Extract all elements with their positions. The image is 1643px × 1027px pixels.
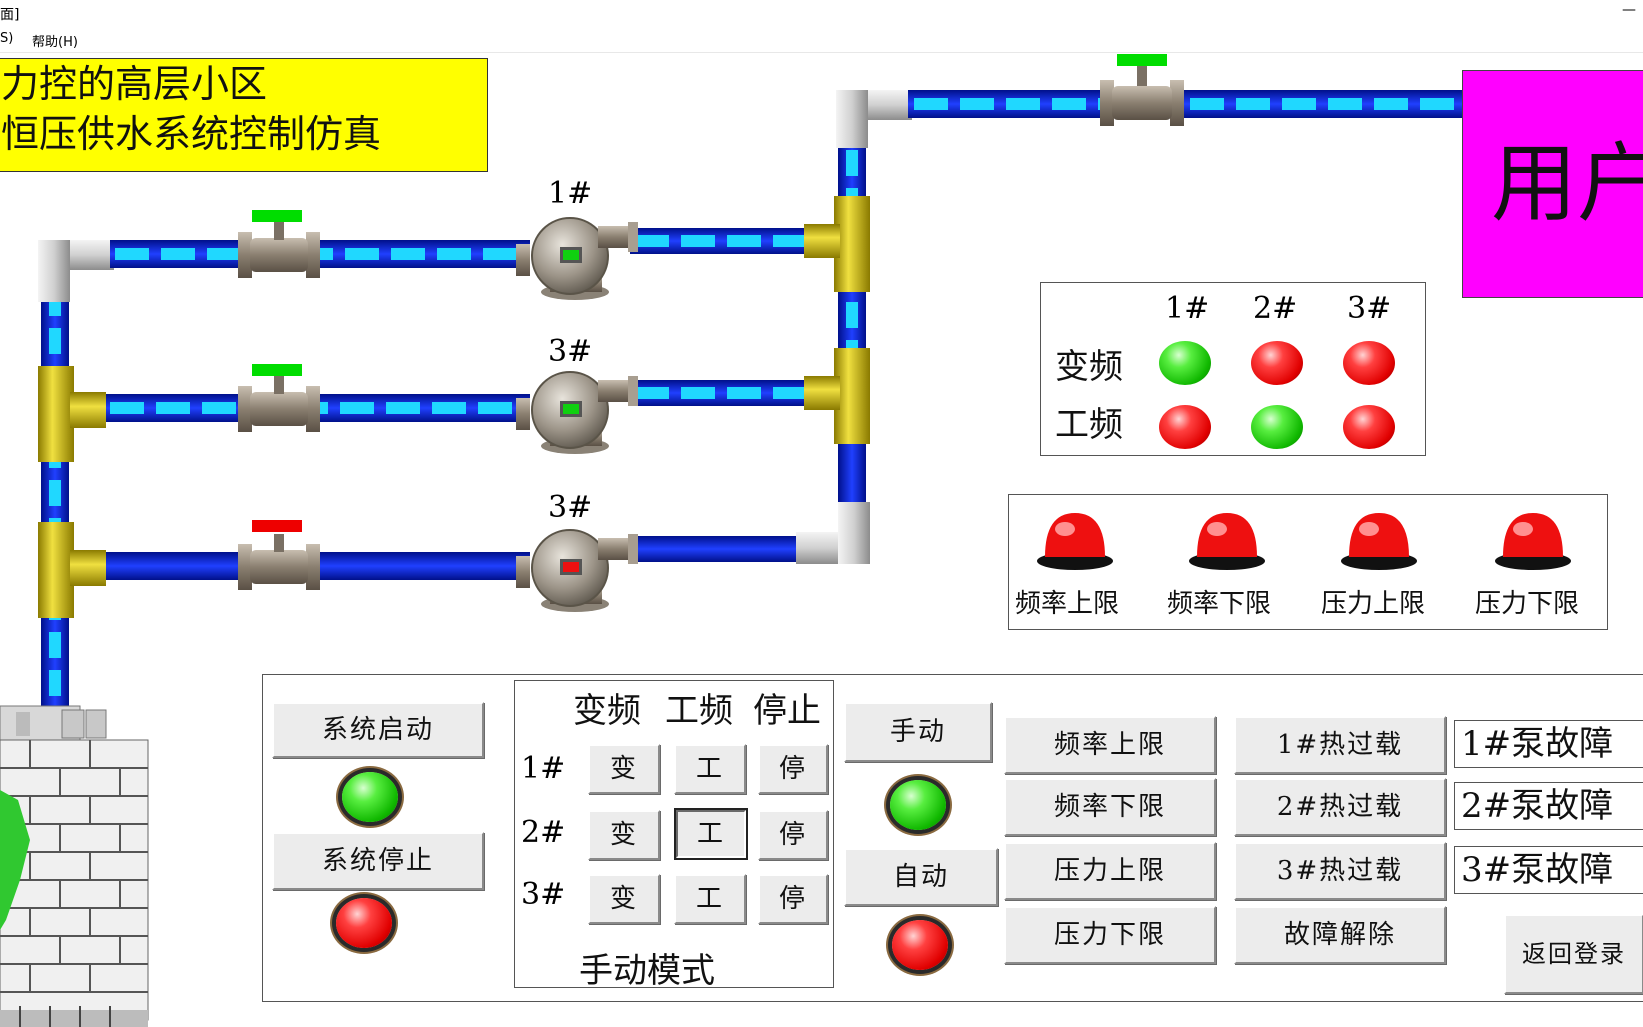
window-title: 面] <box>0 7 20 23</box>
pump-indicator-2 <box>563 404 579 414</box>
status-led-vf-2 <box>1251 341 1303 385</box>
elbow-bottom-right-vertical <box>838 502 870 564</box>
system-stop-led <box>336 898 392 948</box>
alarm-lamp-icon-4 <box>1495 513 1571 570</box>
system-stop-button[interactable]: 系统停止 <box>272 832 484 890</box>
alarm-lamp-icon-2 <box>1189 513 1265 570</box>
title-line-1: 力控的高层小区 <box>1 62 268 106</box>
pump-1-pf-button[interactable]: 工 <box>674 744 746 794</box>
status-row-vf-label: 变频 <box>1055 347 1123 387</box>
status-col-3: 3# <box>1347 291 1392 326</box>
status-led-vf-1 <box>1159 341 1211 385</box>
valve-handle[interactable] <box>252 210 302 222</box>
pump-3-fault-display: 3#泵故障 <box>1454 846 1643 894</box>
valve-handle[interactable] <box>252 520 302 532</box>
alarm-panel: 频率上限 频率下限 压力上限 压力下限 <box>1008 494 1608 630</box>
pump-2-vf-button[interactable]: 变 <box>588 810 660 860</box>
pressure-lower-limit-button[interactable]: 压力下限 <box>1004 906 1216 964</box>
fault-clear-button[interactable]: 故障解除 <box>1234 906 1446 964</box>
alarm-label-2: 频率下限 <box>1167 589 1272 619</box>
status-led-pf-1 <box>1159 405 1211 449</box>
tank-level <box>0 790 30 930</box>
water-tank <box>0 705 149 1027</box>
alarm-label-1: 频率上限 <box>1015 589 1120 619</box>
pump-indicator-3 <box>563 562 579 572</box>
alarm-label-4: 压力下限 <box>1475 589 1580 619</box>
manual-header-vf: 变频 <box>573 691 641 731</box>
alarm-lamp-icon-3 <box>1341 513 1417 570</box>
alarm-label-3: 压力上限 <box>1321 589 1426 619</box>
menu-item-help[interactable]: 帮助(H) <box>32 35 78 50</box>
pump-2-overload-button[interactable]: 2#热过载 <box>1234 778 1446 836</box>
pump-label-2: 3# <box>548 334 593 369</box>
alarm-lamp-icon-1 <box>1037 513 1113 570</box>
pump-2-pf-button[interactable]: 工 <box>674 808 748 860</box>
pump-3-pf-button[interactable]: 工 <box>674 874 746 924</box>
pump-2-fault-display: 2#泵故障 <box>1454 782 1643 830</box>
window-titlebar: 面] — <box>0 0 1643 28</box>
pump-3-vf-button[interactable]: 变 <box>588 874 660 924</box>
elbow-top-left-vertical <box>38 240 70 302</box>
pressure-upper-limit-button[interactable]: 压力上限 <box>1004 842 1216 900</box>
tee-right-2-branch <box>804 376 840 410</box>
menu-bar: S) 帮助(H) <box>0 28 1643 53</box>
status-row-pf-label: 工频 <box>1055 405 1123 445</box>
tee-left-3 <box>38 522 74 618</box>
valve-branch-1[interactable] <box>238 210 320 278</box>
pump-indicator-1 <box>563 250 579 260</box>
status-col-2: 2# <box>1253 291 1298 326</box>
status-led-vf-3 <box>1343 341 1395 385</box>
pump-label-3: 3# <box>548 490 593 525</box>
auto-mode-button[interactable]: 自动 <box>844 848 998 906</box>
pump-2[interactable] <box>516 371 638 454</box>
back-to-login-button[interactable]: 返回登录 <box>1504 914 1643 994</box>
system-start-button[interactable]: 系统启动 <box>272 702 484 758</box>
freq-upper-limit-button[interactable]: 频率上限 <box>1004 716 1216 774</box>
header-pipe <box>908 90 1464 118</box>
title-line-2: 恒压供水系统控制仿真 <box>1 112 382 156</box>
tee-left-2 <box>38 366 74 462</box>
manual-row-3-label: 3# <box>521 877 566 912</box>
pump-1[interactable] <box>516 217 638 300</box>
valve-header[interactable] <box>1100 54 1184 126</box>
manual-header-stop: 停止 <box>753 691 821 731</box>
valve-handle[interactable] <box>252 364 302 376</box>
pump-1-vf-button[interactable]: 变 <box>588 744 660 794</box>
pump-3[interactable] <box>516 529 638 612</box>
tee-left-2-branch <box>70 392 106 428</box>
minimize-icon[interactable]: — <box>1622 2 1636 18</box>
tee-right-1-branch <box>804 224 840 258</box>
auto-mode-led <box>892 920 948 970</box>
pump-2-stop-button[interactable]: 停 <box>758 810 828 860</box>
pump-1-stop-button[interactable]: 停 <box>758 744 828 794</box>
valve-handle[interactable] <box>1117 54 1167 66</box>
pump-status-panel: 1# 2# 3# 变频 工频 <box>1040 282 1426 456</box>
status-led-pf-3 <box>1343 405 1395 449</box>
manual-header-pf: 工频 <box>665 691 733 731</box>
freq-lower-limit-button[interactable]: 频率下限 <box>1004 778 1216 836</box>
elbow-top-right-vertical <box>836 90 868 148</box>
manual-row-2-label: 2# <box>521 815 566 850</box>
outlet-pipe-3 <box>630 536 798 562</box>
valve-branch-3[interactable] <box>238 520 320 590</box>
manual-row-1-label: 1# <box>521 751 566 786</box>
manual-mode-label: 手动模式 <box>579 951 715 991</box>
pump-label-1: 1# <box>548 176 593 211</box>
pump-3-stop-button[interactable]: 停 <box>758 874 828 924</box>
manual-mode-led <box>890 780 946 830</box>
manual-mode-button[interactable]: 手动 <box>844 702 992 762</box>
user-block: 用户 <box>1462 70 1643 298</box>
menu-item-system[interactable]: S) <box>0 31 14 46</box>
pump-1-fault-display: 1#泵故障 <box>1454 720 1643 768</box>
status-led-pf-2 <box>1251 405 1303 449</box>
valve-branch-2[interactable] <box>238 364 320 432</box>
system-start-led <box>342 772 398 822</box>
pump-3-overload-button[interactable]: 3#热过载 <box>1234 842 1446 900</box>
pump-1-overload-button[interactable]: 1#热过载 <box>1234 716 1446 774</box>
status-col-1: 1# <box>1165 291 1210 326</box>
tee-left-3-branch <box>70 550 106 586</box>
title-box: 力控的高层小区 恒压供水系统控制仿真 <box>0 58 488 172</box>
